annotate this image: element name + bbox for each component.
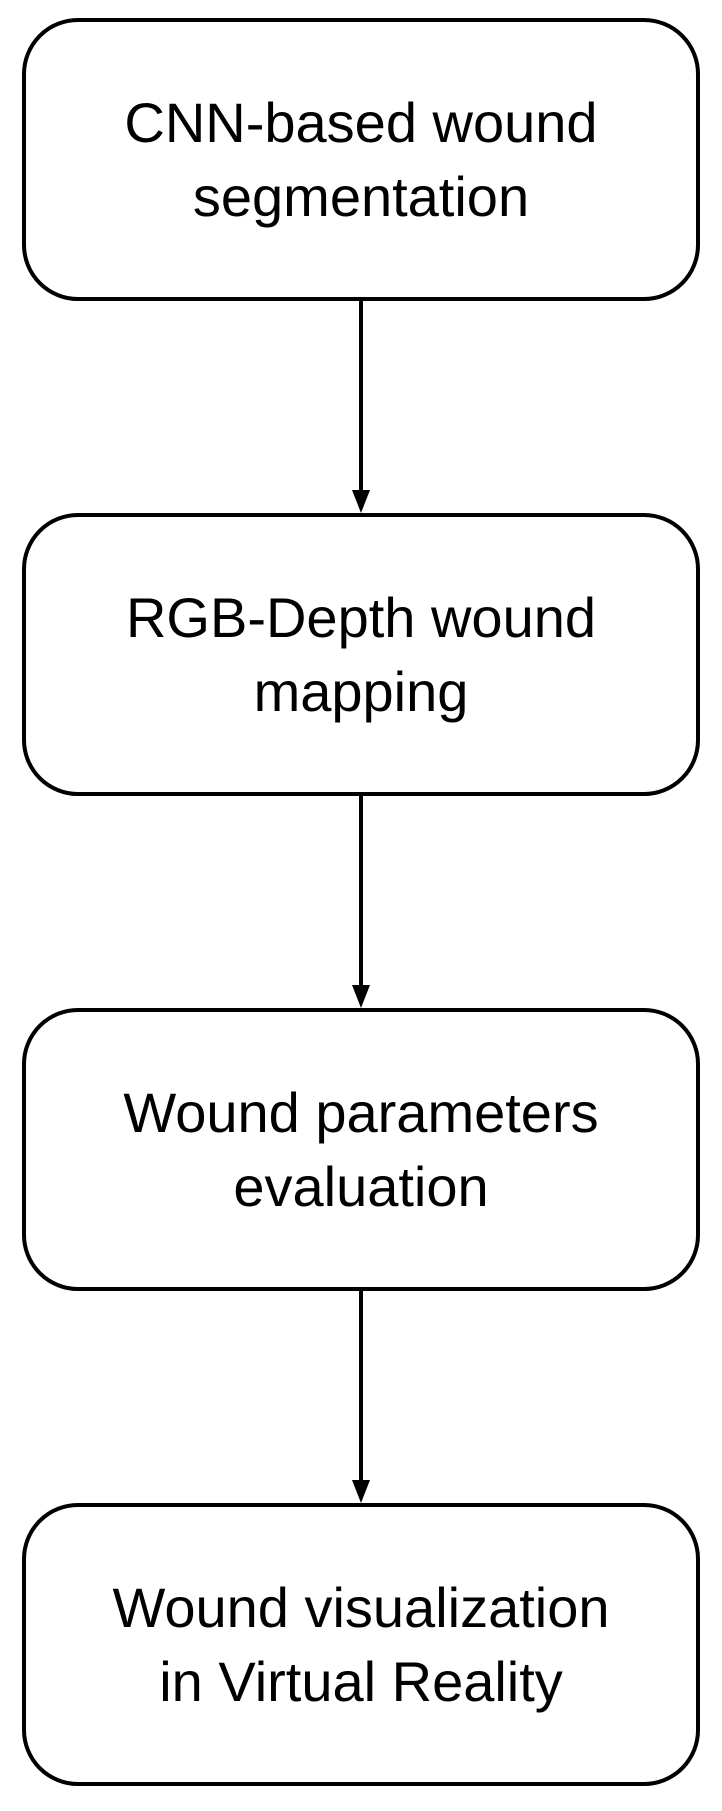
- arrow-step3-to-step4: [352, 1291, 370, 1503]
- step-label-line-2: segmentation: [192, 164, 530, 228]
- step-label-line-1: Wound parameters: [123, 1080, 599, 1144]
- step-label-line-1: CNN-based wound: [124, 90, 598, 154]
- step-rgb-depth-mapping-box: RGB-Depth wound mapping: [22, 513, 700, 796]
- step-parameters-evaluation-box: Wound parameters evaluation: [22, 1008, 700, 1291]
- step-vr-visualization-box: Wound visualization in Virtual Reality: [22, 1503, 700, 1786]
- step-label: CNN-based wound segmentation: [124, 86, 597, 234]
- step-label: Wound visualization in Virtual Reality: [112, 1571, 609, 1719]
- arrow-step2-to-step3: [352, 796, 370, 1008]
- step-label-line-2: in Virtual Reality: [159, 1649, 563, 1713]
- arrow-step1-to-step2: [352, 301, 370, 513]
- step-label: Wound parameters evaluation: [123, 1076, 598, 1224]
- step-cnn-segmentation-box: CNN-based wound segmentation: [22, 18, 700, 301]
- step-label-line-1: Wound visualization: [112, 1575, 610, 1639]
- step-label-line-2: mapping: [253, 659, 469, 723]
- step-label: RGB-Depth wound mapping: [126, 581, 596, 729]
- step-label-line-2: evaluation: [233, 1154, 489, 1218]
- step-label-line-1: RGB-Depth wound: [125, 585, 596, 649]
